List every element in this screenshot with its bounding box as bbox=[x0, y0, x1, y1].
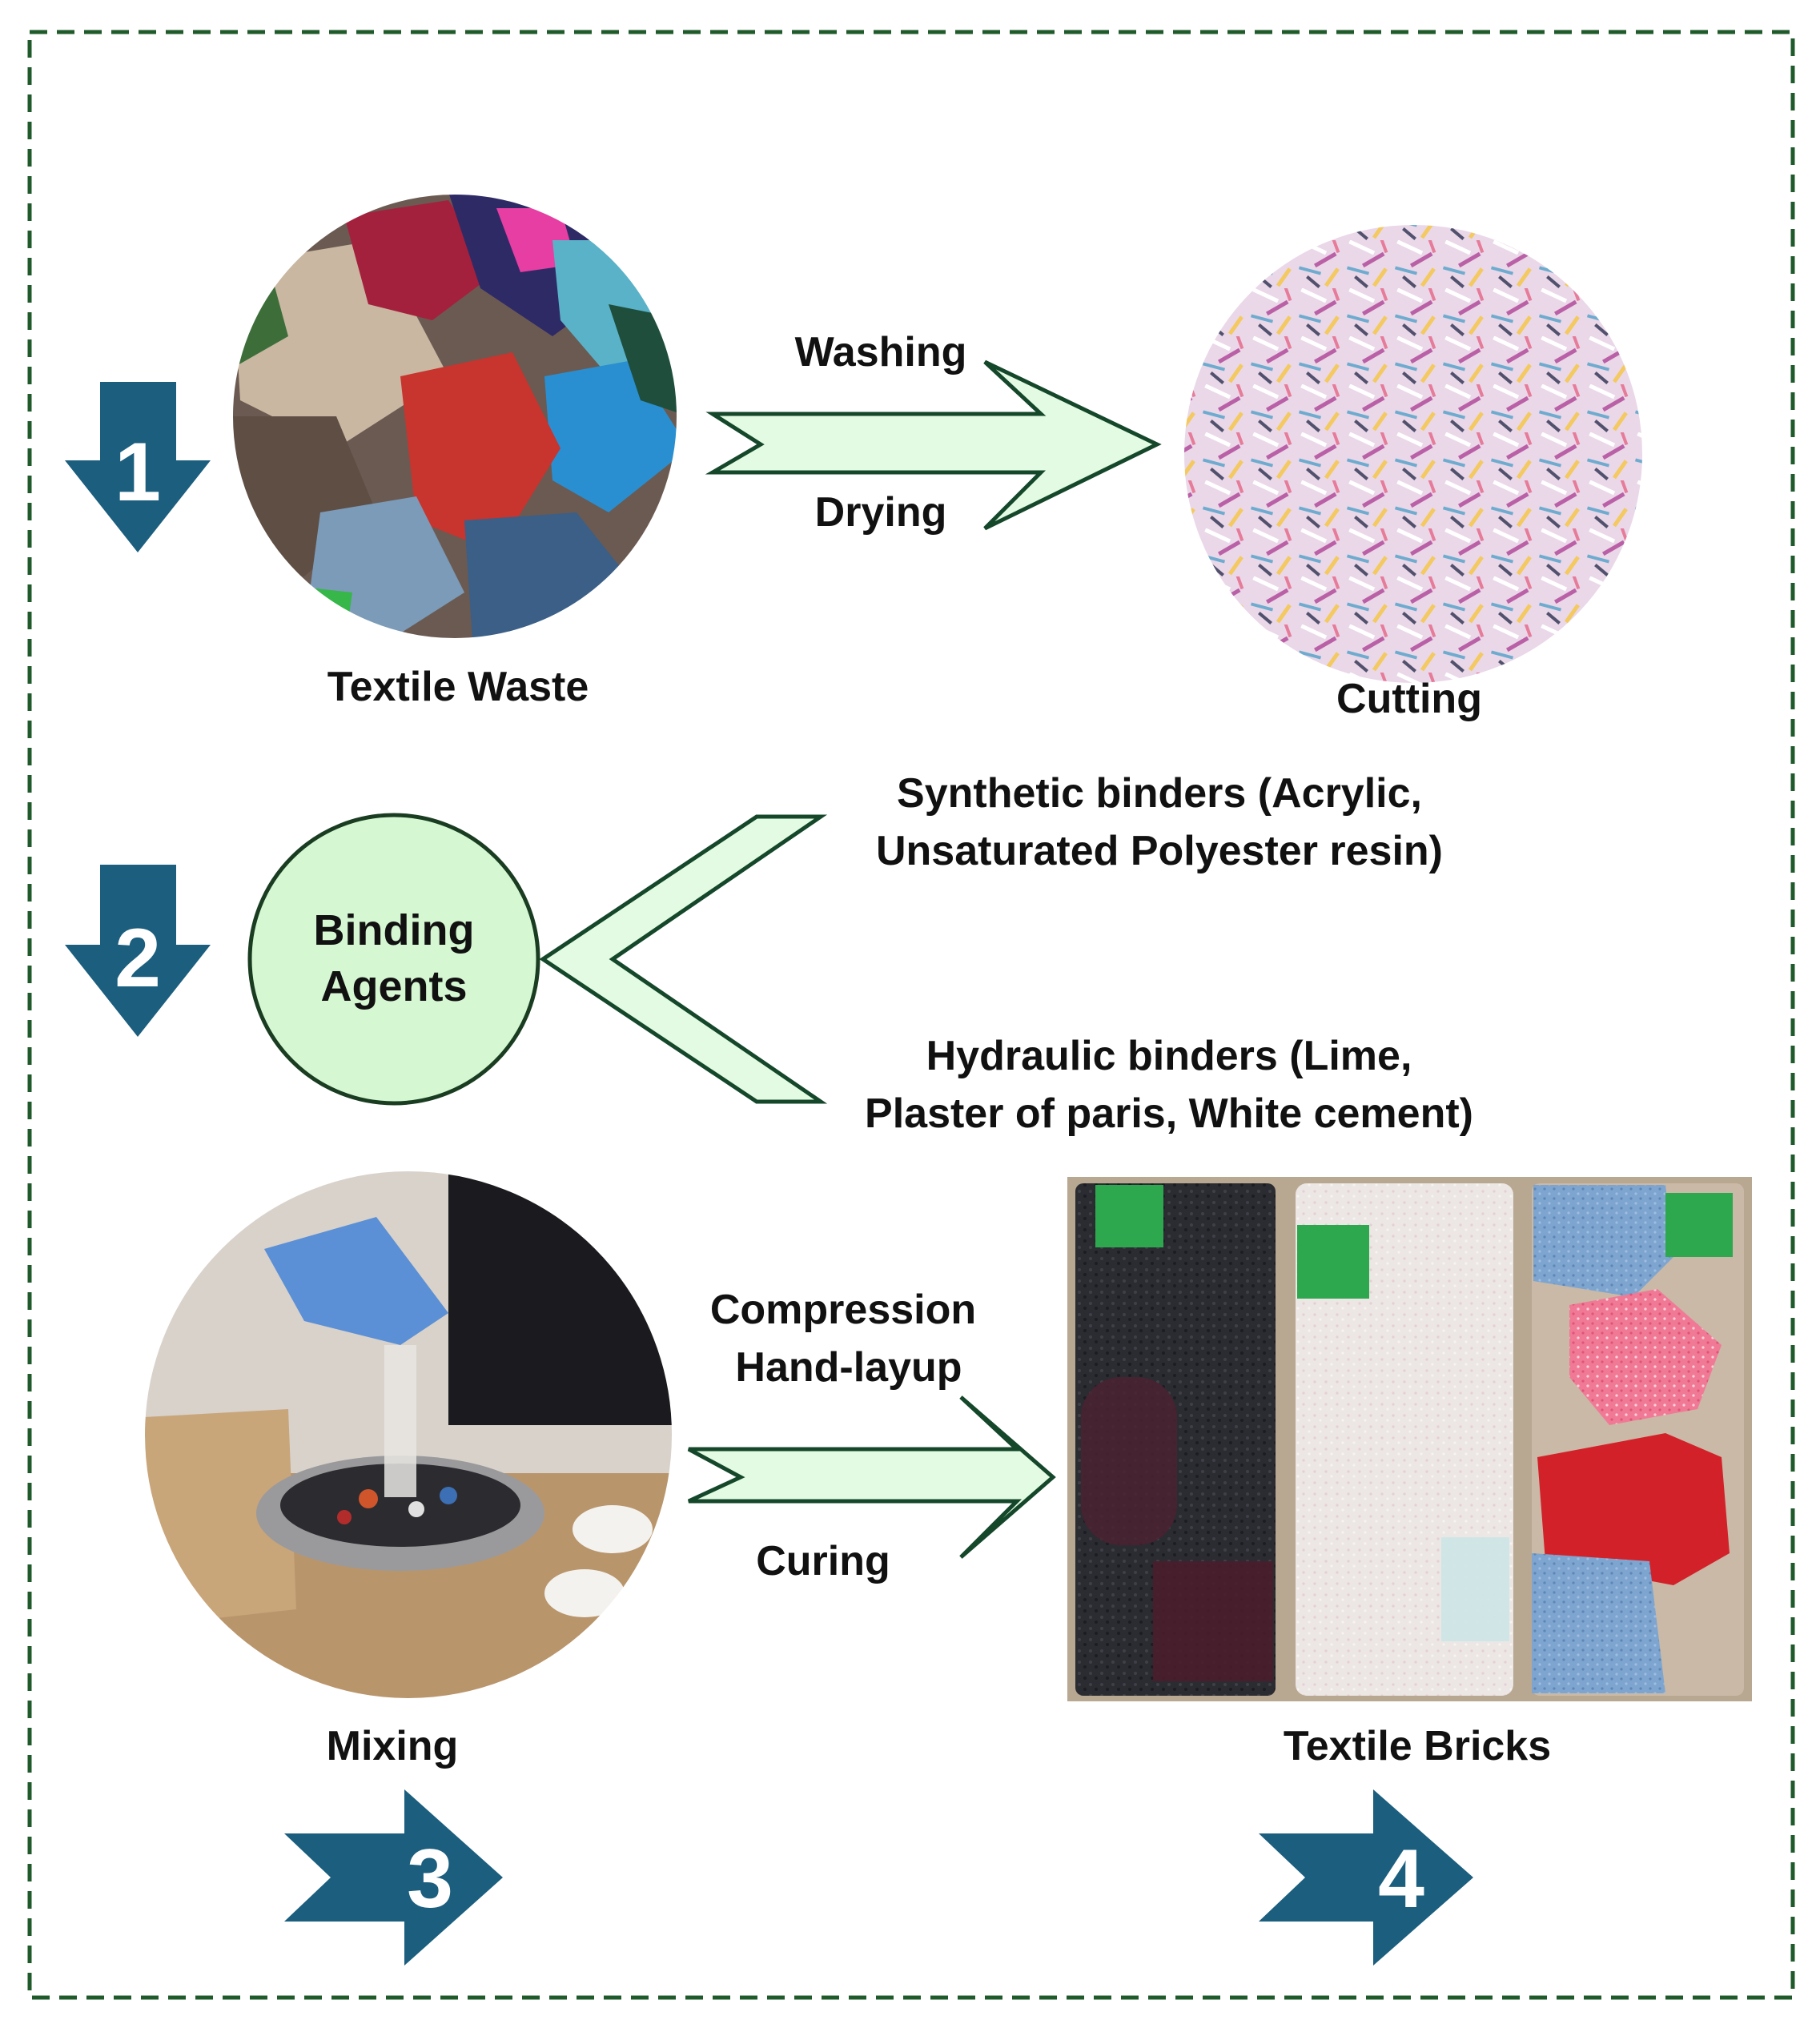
brick-red-blue bbox=[1532, 1183, 1744, 1696]
hydraulic-binders-line1: Hydraulic binders (Lime, bbox=[926, 1033, 1412, 1079]
binding-agents-line2: Agents bbox=[320, 962, 467, 1010]
label-cutting: Cutting bbox=[1336, 676, 1482, 722]
label-curing: Curing bbox=[756, 1538, 890, 1584]
flow-arrow-washing-drying bbox=[705, 359, 1162, 531]
binding-agents-circle bbox=[247, 813, 540, 1106]
label-hand-layup: Hand-layup bbox=[735, 1344, 962, 1391]
step-4-arrow: 4 bbox=[1259, 1789, 1473, 1966]
step-1-number: 1 bbox=[115, 426, 161, 519]
photo-textile-waste-pile bbox=[232, 194, 677, 639]
label-drying: Drying bbox=[815, 489, 947, 536]
photo-frame-cutting bbox=[1183, 223, 1644, 685]
photo-mixing-bowl bbox=[144, 1171, 673, 1699]
synthetic-binders-line2: Unsaturated Polyester resin) bbox=[876, 828, 1443, 874]
label-compression: Compression bbox=[710, 1287, 976, 1333]
step-1-arrow: 1 bbox=[65, 382, 211, 552]
photo-shredded-fabric bbox=[1183, 224, 1643, 684]
photo-frame-mixing bbox=[143, 1170, 673, 1700]
label-textile-bricks: Textile Bricks bbox=[1284, 1723, 1551, 1769]
step-2-arrow: 2 bbox=[65, 865, 211, 1037]
dashed-frame bbox=[27, 30, 1795, 2000]
label-textile-waste: Textile Waste bbox=[327, 664, 589, 710]
binding-agents-line1: Binding bbox=[314, 906, 475, 954]
photo-frame-textile-waste bbox=[231, 193, 678, 640]
brick-white bbox=[1296, 1183, 1513, 1696]
synthetic-binders-line1: Synthetic binders (Acrylic, bbox=[897, 770, 1422, 817]
label-washing: Washing bbox=[795, 329, 967, 375]
flow-arrow-compression-curing bbox=[687, 1396, 1056, 1559]
hydraulic-binders-line2: Plaster of paris, White cement) bbox=[865, 1090, 1473, 1137]
photo-three-textile-bricks bbox=[1067, 1177, 1752, 1701]
step-3-number: 3 bbox=[407, 1833, 453, 1926]
step-2-number: 2 bbox=[115, 912, 161, 1005]
step-3-arrow: 3 bbox=[284, 1789, 503, 1966]
brick-black bbox=[1075, 1183, 1276, 1696]
binder-branch-arrow bbox=[539, 814, 828, 1104]
step-4-number: 4 bbox=[1378, 1833, 1424, 1926]
label-mixing: Mixing bbox=[327, 1723, 459, 1769]
